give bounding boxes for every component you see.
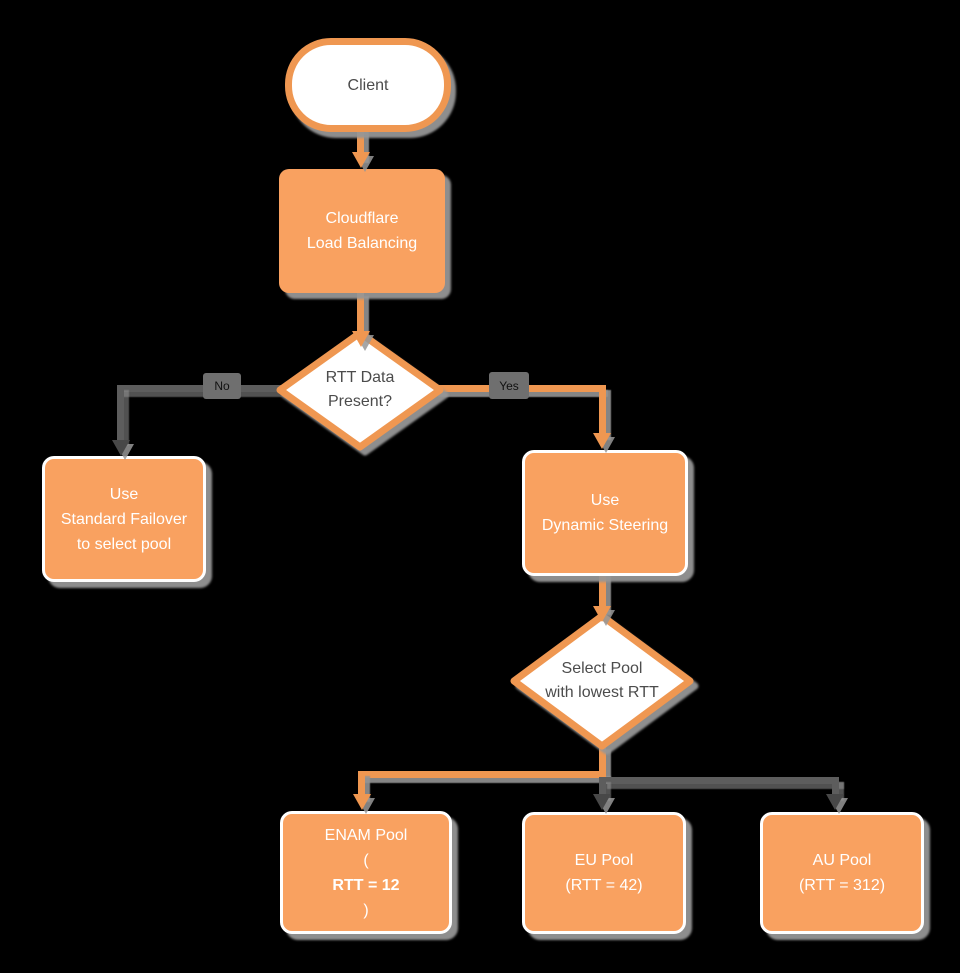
node-cloudflare-load-balancing: Cloudflare Load Balancing <box>279 169 445 293</box>
select-pool-label-line2: with lowest RTT <box>545 684 659 701</box>
arrow-down-icon <box>593 433 611 449</box>
decision-diamond-shape <box>276 329 444 451</box>
edge-label-yes-text: Yes <box>499 378 519 393</box>
au-pool-label-line2: (RTT = 312) <box>798 877 886 894</box>
arrow-down-icon <box>593 794 611 810</box>
enam-rtt-bold: RTT = 12 <box>332 876 400 894</box>
eu-pool-label-line2: (RTT = 42) <box>565 877 643 894</box>
failover-label-line1: Use <box>109 485 139 503</box>
connector-yes-branch-vertical <box>599 385 606 435</box>
connector-to-enam-horizontal <box>358 771 606 778</box>
load-balancer-label-line2: Load Balancing <box>306 235 418 252</box>
edge-label-no: No <box>203 373 241 399</box>
node-use-dynamic-steering: Use Dynamic Steering <box>522 450 688 576</box>
node-enam-pool: ENAM Pool (RTT = 12) <box>280 811 452 934</box>
eu-pool-label-line1: EU Pool <box>574 852 634 869</box>
node-use-standard-failover: Use Standard Failover to select pool <box>42 456 206 582</box>
connector-no-branch-vertical <box>117 385 124 441</box>
arrow-down-icon <box>593 606 611 622</box>
dynamic-steering-label-line1: Use <box>590 492 620 509</box>
connector-to-enam-vertical <box>358 771 365 797</box>
failover-label-line2: Standard Failover <box>60 510 188 528</box>
connector-dynamic-steering-to-select-pool <box>599 568 606 610</box>
select-pool-label-line1: Select Pool <box>561 660 643 677</box>
connector-to-au-horizontal <box>602 777 839 784</box>
enam-pool-label-line2: (RTT = 12) <box>332 851 400 919</box>
client-label: Client <box>347 76 389 94</box>
edge-label-no-text: No <box>214 379 230 393</box>
connector-to-eu-vertical <box>599 777 606 796</box>
au-pool-label-line1: AU Pool <box>812 852 872 869</box>
connector-select-pool-down <box>599 744 606 775</box>
node-au-pool: AU Pool (RTT = 312) <box>760 812 924 934</box>
node-eu-pool: EU Pool (RTT = 42) <box>522 812 686 934</box>
arrow-down-icon <box>112 440 130 456</box>
connector-client-to-load-balancer <box>357 114 364 158</box>
load-balancer-label-line1: Cloudflare <box>325 210 399 227</box>
dynamic-steering-label-line2: Dynamic Steering <box>541 517 669 534</box>
connector-to-au-vertical <box>832 777 839 796</box>
connector-no-branch-horizontal <box>117 385 285 392</box>
node-rtt-data-present-decision: RTT Data Present? <box>274 327 446 453</box>
edge-label-yes: Yes <box>489 372 529 399</box>
arrow-down-icon <box>353 794 371 810</box>
connector-load-balancer-to-rtt-decision <box>357 291 364 333</box>
decision-diamond-shape <box>510 612 694 750</box>
rtt-decision-label-line1: RTT Data <box>325 369 395 386</box>
arrow-down-icon <box>352 331 370 347</box>
arrow-down-icon <box>352 152 370 168</box>
node-select-pool-lowest-rtt-decision: Select Pool with lowest RTT <box>508 610 696 752</box>
rtt-decision-label-line2: Present? <box>327 393 393 410</box>
enam-pool-label-line1: ENAM Pool <box>324 826 408 844</box>
node-client: Client <box>285 38 451 132</box>
arrow-down-icon <box>826 794 844 810</box>
failover-label-line3: to select pool <box>76 535 172 553</box>
